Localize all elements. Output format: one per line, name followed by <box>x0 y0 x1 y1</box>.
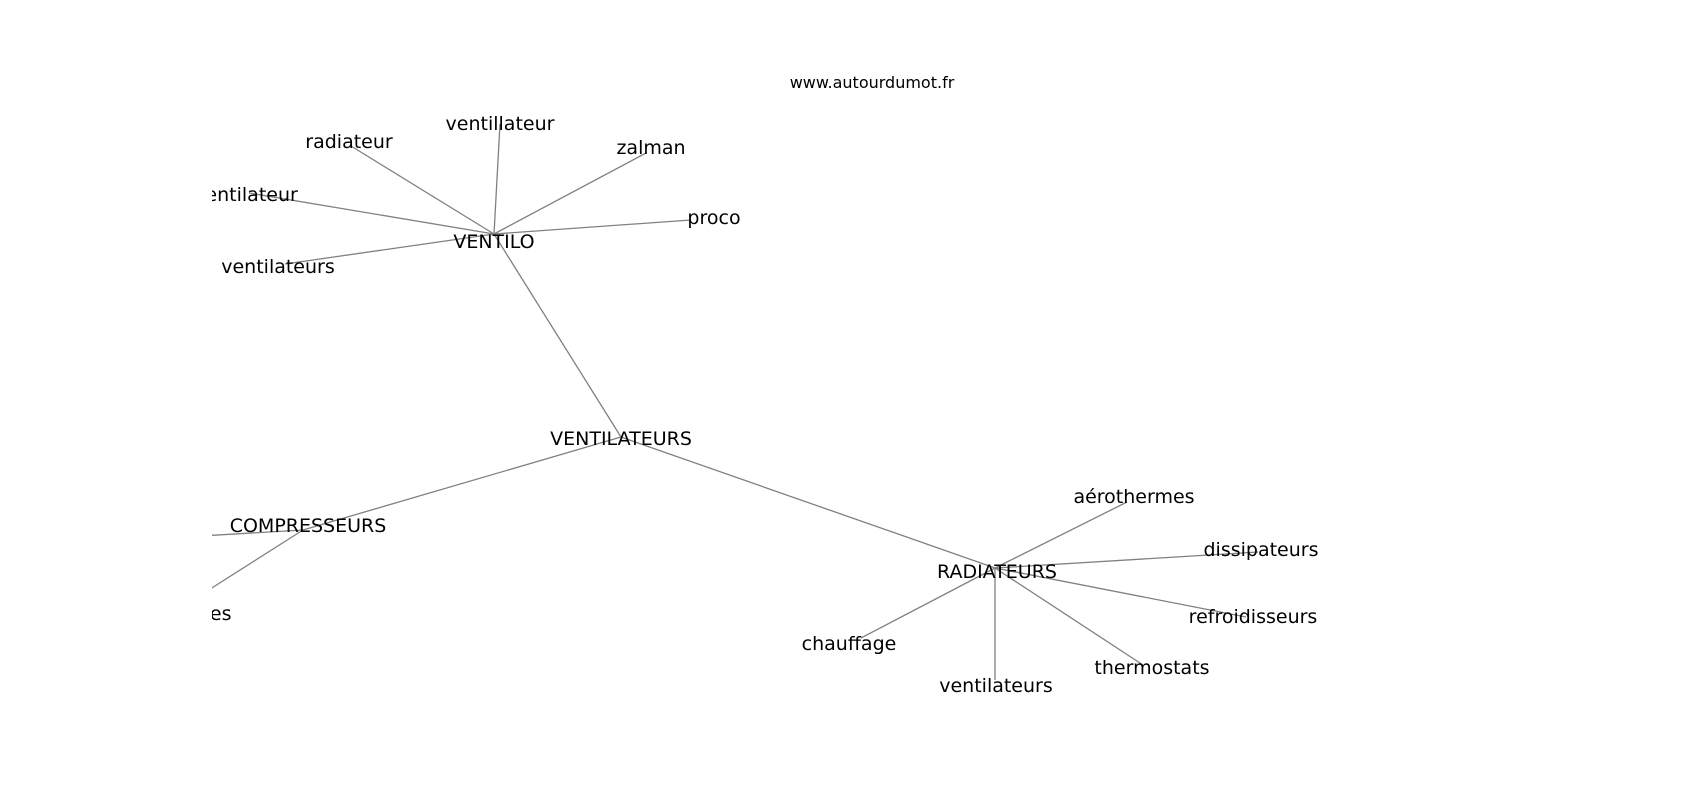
edge-radiateurs-chauffage <box>860 567 996 639</box>
edge-ventilo-radiateur <box>350 145 495 235</box>
edge-ventilateurs_center-compresseurs <box>302 436 622 531</box>
node-ventilateurs-a[interactable]: ventilateurs <box>221 256 335 278</box>
node-ventilo[interactable]: VENTILO <box>453 231 534 253</box>
edge-ventilo-zalman <box>493 152 647 235</box>
edge-compresseurs-turbocompresseurs <box>212 529 304 536</box>
node-proco[interactable]: proco <box>687 207 740 229</box>
node-ventilateurs-b[interactable]: ventilateurs <box>939 675 1053 697</box>
node-aerothermes[interactable]: aérothermes <box>1073 486 1194 508</box>
node-thermostats[interactable]: thermostats <box>1094 657 1209 679</box>
word-graph-viewport: VENTILATEURS VENTILO COMPRESSEURS RADIATEUR… <box>212 0 1700 800</box>
node-ventilateurs-center[interactable]: VENTILATEURS <box>550 428 692 450</box>
word-graph: VENTILATEURS VENTILO COMPRESSEURS RADIATEUR… <box>212 113 1319 697</box>
edges-layer <box>212 123 1259 680</box>
node-electrogenes[interactable]: électrogènes <box>212 603 231 625</box>
edge-radiateurs-refroidisseurs <box>994 567 1247 618</box>
node-radiateurs[interactable]: RADIATEURS <box>937 561 1057 583</box>
node-compresseurs[interactable]: COMPRESSEURS <box>230 515 387 537</box>
edge-ventilateurs_center-radiateurs <box>620 436 996 569</box>
edge-ventilo-ventilateurs_a <box>284 233 495 265</box>
node-radiateur[interactable]: radiateur <box>305 131 393 153</box>
node-chauffage[interactable]: chauffage <box>802 633 897 655</box>
edge-ventilo-proco <box>493 219 692 235</box>
edge-ventilo-ventillateur <box>493 123 501 235</box>
node-refroidisseurs[interactable]: refroidisseurs <box>1189 606 1318 628</box>
edge-radiateurs-dissipateurs <box>994 551 1259 569</box>
edge-ventilateurs_center-ventilo <box>493 233 622 438</box>
labels-layer: VENTILATEURS VENTILO COMPRESSEURS RADIATEUR… <box>212 113 1319 697</box>
edge-radiateurs-thermostats <box>994 567 1144 666</box>
node-dissipateurs[interactable]: dissipateurs <box>1203 539 1318 561</box>
edge-ventilo-ventilateur <box>248 192 495 235</box>
node-ventilateur[interactable]: ventilateur <box>212 184 298 206</box>
node-ventillateur[interactable]: ventillateur <box>446 113 555 135</box>
edge-compresseurs-electrogenes <box>212 529 304 589</box>
node-zalman[interactable]: zalman <box>616 137 685 159</box>
edge-radiateurs-aerothermes <box>994 501 1128 569</box>
